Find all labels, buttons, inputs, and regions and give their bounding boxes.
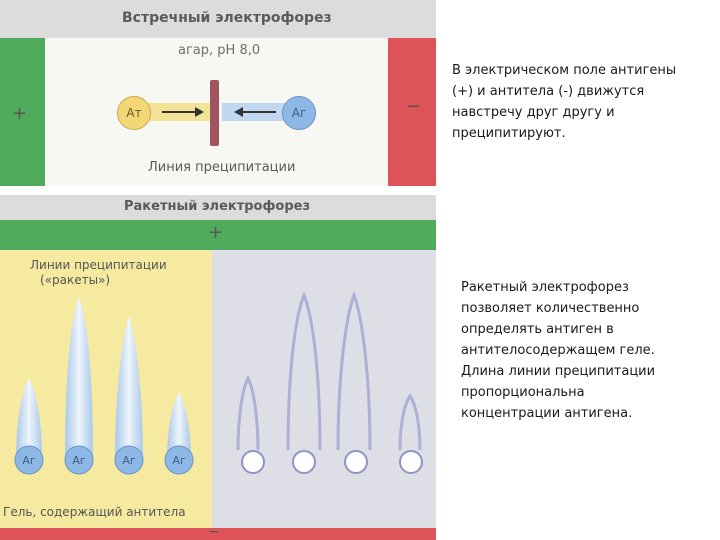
cathode-zone: [388, 38, 436, 186]
well-label-2: Аг: [72, 454, 86, 467]
rocket-line-2: позволяет количественно: [461, 301, 640, 316]
antibody-well: Ат: [117, 96, 151, 130]
antibody-gel-schematic: [0, 250, 212, 528]
counter-electrophoresis-panel: Встречный электрофорез + − агар, pH 8,0 …: [0, 0, 436, 190]
rocket-2: [65, 298, 93, 460]
rocket-cathode-zone: [0, 528, 436, 540]
photo-well-2: [292, 450, 316, 474]
well-3: [114, 445, 144, 475]
rocket-line-1: Ракетный электрофорез: [461, 280, 629, 295]
well-2: [64, 445, 94, 475]
rocket-line-5: Длина линии преципитации: [461, 364, 656, 379]
counter-line-2: (+) и антитела (-) движутся: [452, 84, 645, 99]
rocket-lines-label-2: («ракеты»): [40, 273, 111, 287]
counter-line-1: В электрическом поле антигены: [452, 63, 677, 78]
rocket-title: Ракетный электрофорез: [124, 199, 310, 214]
photo-rocket-3: [336, 290, 372, 451]
photo-rocket-1: [236, 374, 260, 451]
rocket-line-6: пропорциональна: [461, 385, 585, 400]
rocket-line-7: концентрации антигена.: [461, 406, 633, 421]
well-label-1: Аг: [22, 454, 36, 467]
counter-line-3: навстречу друг другу и: [452, 105, 615, 120]
rocket-line-3: определять антиген в: [461, 322, 614, 337]
well-1: [14, 445, 44, 475]
gel-photograph: [212, 250, 436, 528]
rocket-line-4: антителосодержащем геле.: [461, 343, 655, 358]
agar-label: агар, pH 8,0: [178, 43, 261, 58]
photo-well-3: [344, 450, 368, 474]
rocket-1: [16, 378, 42, 460]
rocket-lines-label: Линии преципитации («ракеты»): [30, 258, 167, 288]
precipitation-label: Линия преципитации: [148, 160, 296, 175]
rocket-3: [115, 316, 143, 460]
rocket-anode-zone: [0, 220, 436, 250]
well-4: [164, 445, 194, 475]
counter-line-4: преципитируют.: [452, 126, 566, 141]
counter-title: Встречный электрофорез: [122, 10, 332, 26]
rocket-4: [167, 392, 191, 460]
photo-rocket-2: [286, 290, 322, 451]
well-label-4: Аг: [172, 454, 186, 467]
photo-rocket-4: [398, 393, 422, 451]
plus-sign: +: [12, 103, 28, 124]
rocket-lines-label-1: Линии преципитации: [30, 258, 167, 272]
anode-zone: [0, 38, 45, 186]
photo-well-4: [399, 450, 423, 474]
photo-well-1: [241, 450, 265, 474]
rocket-minus-sign: −: [208, 524, 220, 540]
rocket-drawing: Аг Аг Аг Аг: [14, 290, 423, 475]
rocket-plus-sign: +: [208, 222, 224, 243]
antigen-well: Аг: [282, 96, 316, 130]
gel-label: Гель, содержащий антитела: [3, 505, 186, 519]
counter-title-bar: [0, 0, 436, 38]
rocket-title-bar: [0, 195, 436, 220]
well-label-3: Аг: [122, 454, 136, 467]
precipitation-line: [210, 80, 219, 146]
arrow-left-icon: [234, 107, 276, 117]
minus-sign: −: [406, 96, 422, 117]
arrow-right-icon: [162, 107, 204, 117]
counter-description: В электрическом поле антигены (+) и анти…: [452, 60, 714, 144]
rocket-description: Ракетный электрофорез позволяет количест…: [461, 277, 716, 424]
